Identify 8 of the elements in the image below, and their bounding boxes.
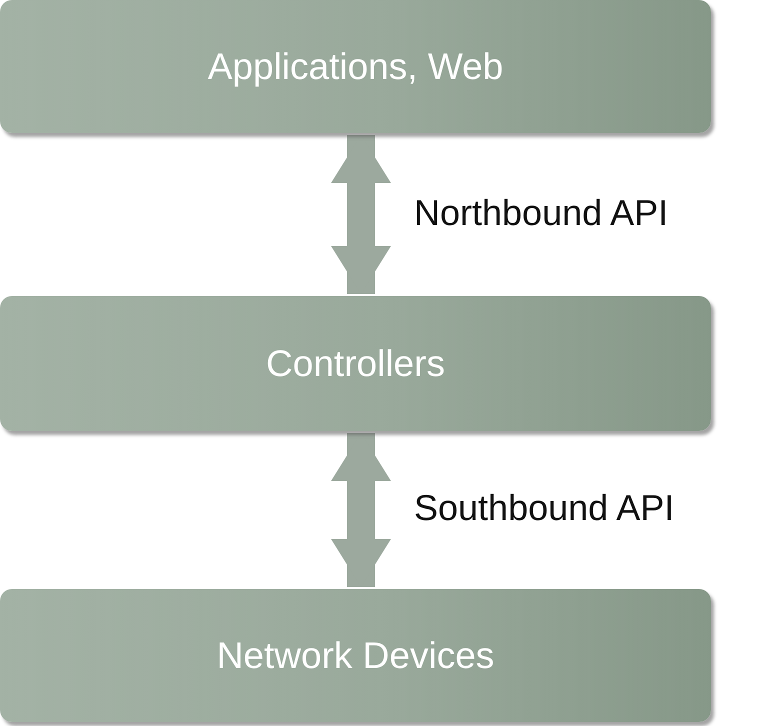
double-arrow (331, 135, 391, 294)
layer-box (0, 589, 711, 722)
double-arrow (331, 433, 391, 587)
layer-label: Controllers (266, 342, 445, 384)
layer-box (0, 296, 711, 431)
layer-label: Applications, Web (208, 46, 504, 88)
layer-label: Network Devices (216, 634, 494, 676)
layer-box (0, 0, 711, 133)
